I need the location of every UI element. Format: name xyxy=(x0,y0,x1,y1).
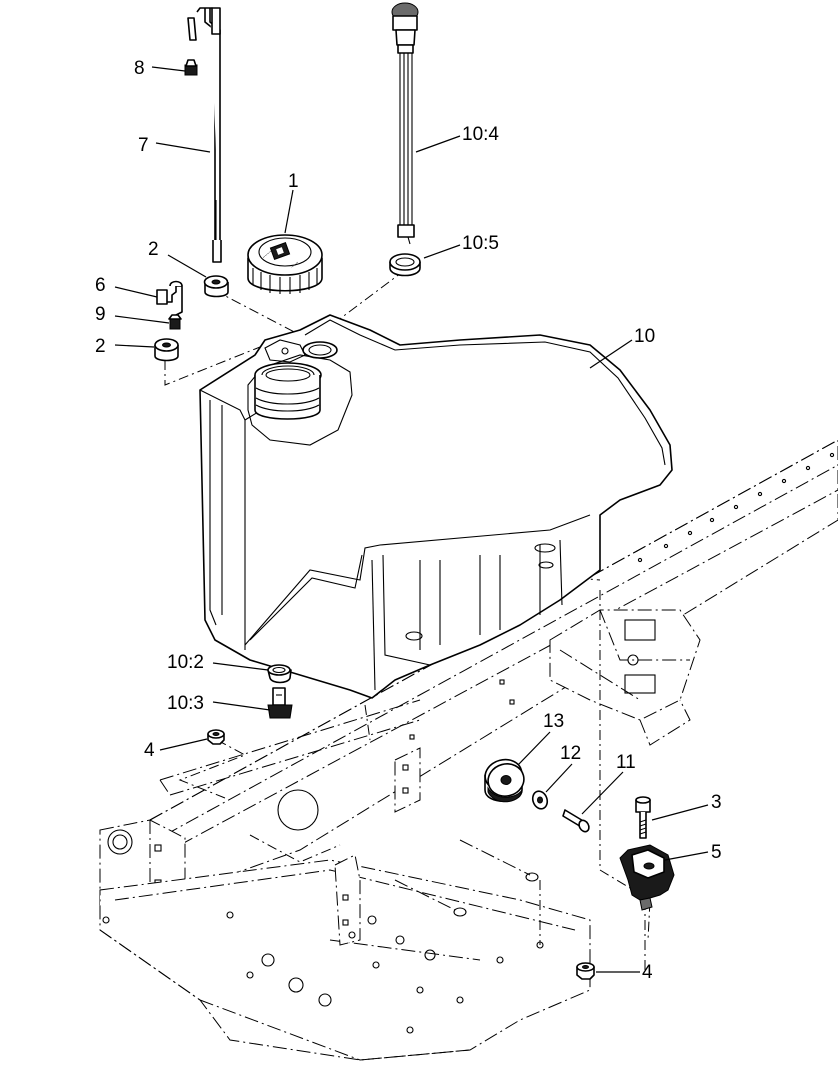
tank-mount-bracket xyxy=(619,844,675,911)
callout-10-2: 10:2 xyxy=(167,652,204,673)
callout-10: 10 xyxy=(634,326,655,347)
vent-tube-assembly xyxy=(184,7,222,263)
rubber-spacer xyxy=(484,758,525,803)
callout-9: 9 xyxy=(95,304,106,325)
tank-outlet-clamp xyxy=(267,664,292,684)
callout-10-5: 10:5 xyxy=(462,233,499,254)
callout-3: 3 xyxy=(711,792,722,813)
carriage-bolt xyxy=(562,809,590,833)
callout-12: 12 xyxy=(560,743,581,764)
flat-washer xyxy=(531,790,549,810)
fuel-tank xyxy=(199,314,673,699)
callout-8: 8 xyxy=(134,58,145,79)
callout-4-upper: 4 xyxy=(144,740,155,761)
callout-5: 5 xyxy=(711,842,722,863)
callout-2-lower: 2 xyxy=(95,336,106,357)
tank-outlet-fitting xyxy=(267,687,293,719)
callout-6: 6 xyxy=(95,275,106,296)
hose-clamp xyxy=(168,314,182,330)
callout-7: 7 xyxy=(138,135,149,156)
svg-text:~~~: ~~~ xyxy=(290,260,301,270)
callout-labels: 8 7 1 2 6 9 2 10:4 10:5 10 10:2 10:3 4 1… xyxy=(95,58,722,983)
sender-grommet xyxy=(389,253,421,277)
grommet-lower xyxy=(154,338,179,362)
grommet-upper xyxy=(203,275,229,298)
callout-11: 11 xyxy=(616,752,636,773)
hex-bolt xyxy=(635,796,651,839)
callout-1: 1 xyxy=(288,171,299,192)
machine-frame xyxy=(99,439,838,1061)
callout-10-4: 10:4 xyxy=(462,124,499,145)
callout-13: 13 xyxy=(543,711,564,732)
nut-lower xyxy=(576,962,595,980)
fuel-cap: ~~~~ ~~~ xyxy=(247,234,323,294)
fuel-sender-assembly xyxy=(391,2,419,245)
nut-upper xyxy=(207,729,225,745)
callout-4-lower: 4 xyxy=(642,962,653,983)
callout-10-3: 10:3 xyxy=(167,693,204,714)
leader-lines xyxy=(114,66,709,973)
fuel-fitting xyxy=(156,280,183,316)
callout-2-upper: 2 xyxy=(148,239,159,260)
